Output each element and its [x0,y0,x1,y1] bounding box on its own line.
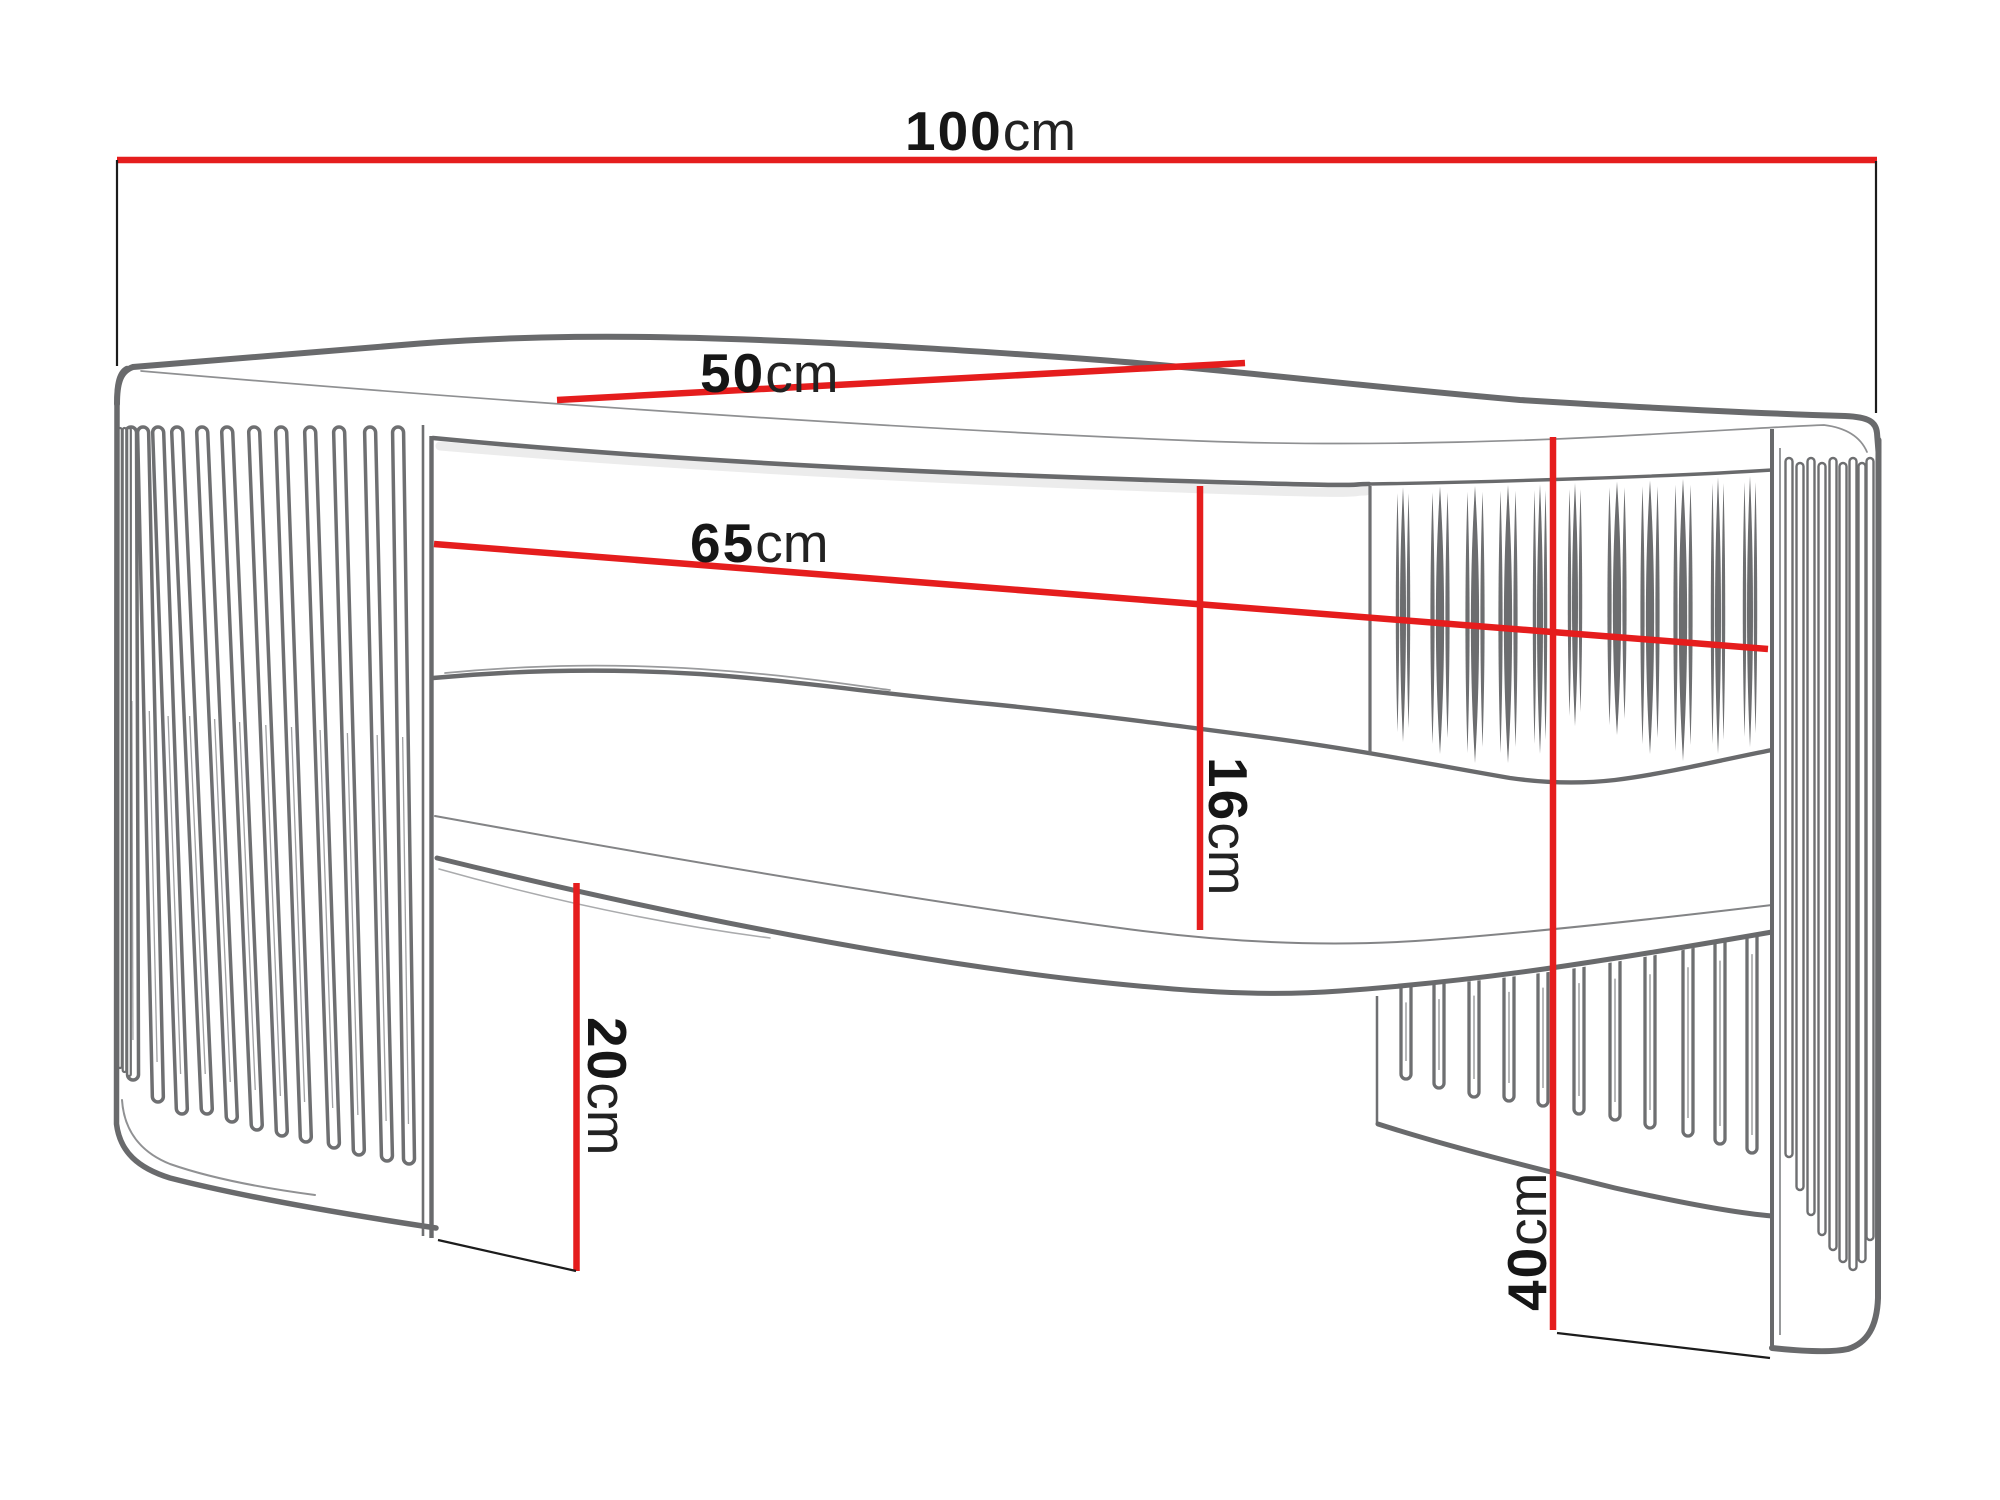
svg-text:100cm: 100cm [905,100,1076,162]
svg-text:20cm: 20cm [576,1017,638,1156]
svg-text:65cm: 65cm [690,512,829,574]
svg-text:50cm: 50cm [700,342,839,404]
svg-text:40cm: 40cm [1496,1172,1558,1311]
svg-text:16cm: 16cm [1197,757,1259,896]
